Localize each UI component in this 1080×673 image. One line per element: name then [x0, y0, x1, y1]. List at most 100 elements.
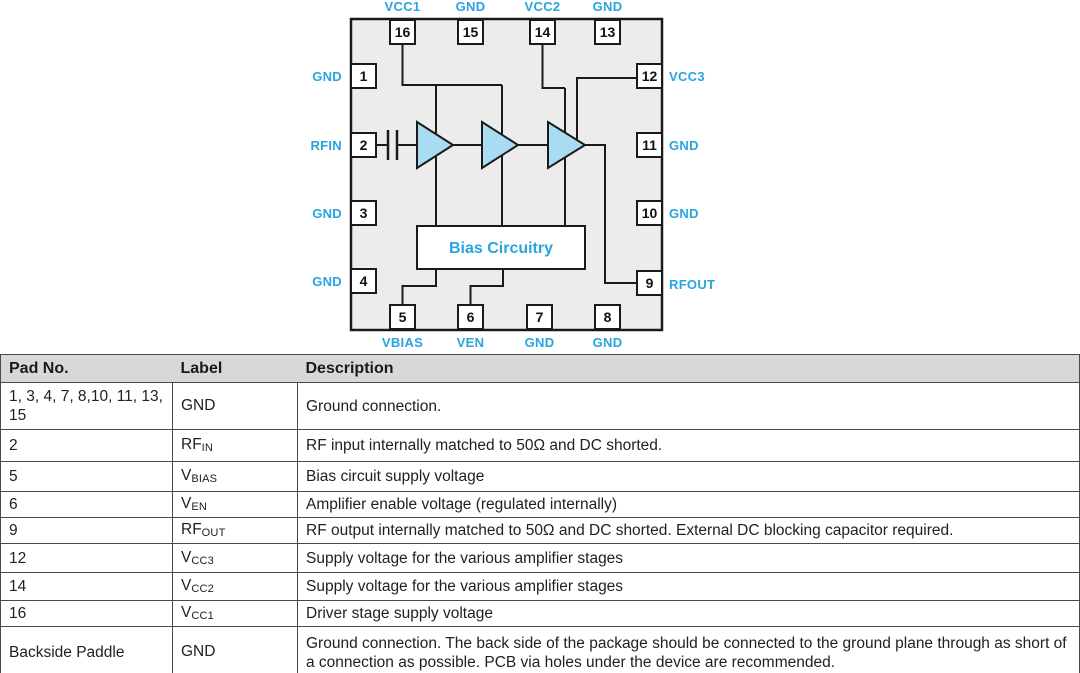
description-cell: Driver stage supply voltage [297, 600, 1080, 627]
pin-2-label: RFIN [310, 138, 342, 153]
table-row: 1, 3, 4, 7, 8,10, 11, 13, 15 GND Ground … [0, 382, 1080, 430]
description-cell: RF input internally matched to 50Ω and D… [297, 429, 1080, 462]
pin-16-number: 16 [395, 24, 411, 40]
pin-11-label: GND [669, 138, 699, 153]
pin-5-number: 5 [399, 309, 407, 325]
pin-9-box [636, 270, 663, 296]
label-cell: GND [172, 626, 298, 673]
label-main: RF [181, 521, 202, 538]
pin-9-label: RFOUT [669, 277, 715, 292]
description-cell: Ground connection. The back side of the … [297, 626, 1080, 673]
pin-12-box [636, 63, 663, 89]
description-cell: Amplifier enable voltage (regulated inte… [297, 491, 1080, 518]
pad-cell: 2 [0, 429, 173, 462]
pin-7-box [526, 304, 553, 330]
pin-4-label: GND [312, 274, 342, 289]
label-main: V [181, 467, 192, 484]
table-row: 2 RFIN RF input internally matched to 50… [0, 429, 1080, 462]
label-main: V [181, 548, 192, 566]
label-cell: VCC2 [172, 572, 298, 601]
table-row: 14 VCC2 Supply voltage for the various a… [0, 572, 1080, 601]
pin-14-box [529, 19, 556, 45]
amplifier-stage-1-icon [416, 120, 455, 170]
pin-6-box [457, 304, 484, 330]
label-subscript: IN [201, 442, 214, 454]
pad-function-table: Pad No. Label Description 1, 3, 4, 7, 8,… [0, 354, 1080, 673]
table-header-row: Pad No. Label Description [0, 354, 1080, 383]
pin-4-box [350, 268, 377, 294]
pin-13-number: 13 [600, 24, 616, 40]
label-main: GND [181, 396, 216, 414]
table-row: Backside Paddle GND Ground connection. T… [0, 626, 1080, 673]
pin-10-box [636, 200, 663, 226]
description-cell: Supply voltage for the various amplifier… [297, 572, 1080, 601]
pin-10-number: 10 [642, 205, 658, 221]
pin-15-box [457, 19, 484, 45]
pad-cell: 6 [0, 491, 173, 518]
table-row: 16 VCC1 Driver stage supply voltage [0, 600, 1080, 627]
label-cell: GND [172, 382, 298, 430]
right-pins: 12 VCC3 11 GND 10 GND 9 RFOUT [636, 63, 715, 296]
pin-8-number: 8 [604, 309, 612, 325]
pin-7-label: GND [525, 335, 555, 350]
description-cell: Ground connection. [297, 382, 1080, 430]
pin-10-label: GND [669, 206, 699, 221]
description-cell: Bias circuit supply voltage [297, 461, 1080, 492]
label-main: V [181, 604, 192, 621]
label-subscript: BIAS [191, 473, 218, 485]
pad-cell: Backside Paddle [0, 626, 173, 673]
pin-11-box [636, 132, 663, 158]
header-description: Description [297, 354, 1080, 383]
pin-1-box [350, 63, 377, 89]
pad-cell: 5 [0, 461, 173, 492]
left-pins: 1 GND 2 RFIN 3 GND 4 GND [310, 63, 377, 294]
pin-2-box [350, 132, 377, 158]
pin-8-box [594, 304, 621, 330]
bottom-pins: 5 VBIAS 6 VEN 7 GND 8 GND [382, 304, 622, 350]
pin-6-number: 6 [467, 309, 475, 325]
pin-12-number: 12 [642, 68, 658, 84]
pin-14-label: VCC2 [525, 0, 561, 14]
pin-13-box [594, 19, 621, 45]
table-row: 6 VEN Amplifier enable voltage (regulate… [0, 491, 1080, 518]
label-main: RF [181, 436, 202, 453]
label-subscript: CC2 [191, 583, 214, 595]
pinout-diagram: Bias Circuitry 16 VCC1 15 GND 14 VCC2 13… [310, 0, 715, 350]
pin-14-number: 14 [535, 24, 551, 40]
pin-13-label: GND [593, 0, 623, 14]
label-cell: VBIAS [172, 461, 298, 492]
pin-11-number: 11 [642, 137, 657, 153]
pin-12-label: VCC3 [669, 69, 705, 84]
table-row: 12 VCC3 Supply voltage for the various a… [0, 543, 1080, 573]
pad-cell: 12 [0, 543, 173, 573]
label-subscript: EN [191, 501, 208, 513]
pin-5-label: VBIAS [382, 335, 423, 350]
header-pad-no: Pad No. [0, 354, 173, 383]
table-row: 9 RFOUT RF output internally matched to … [0, 517, 1080, 544]
label-subscript: CC3 [191, 554, 214, 567]
label-cell: RFOUT [172, 517, 298, 544]
pad-cell: 16 [0, 600, 173, 627]
pin-16-label: VCC1 [385, 0, 421, 14]
pin-1-label: GND [312, 69, 342, 84]
pin-7-number: 7 [536, 309, 544, 325]
bias-circuitry-box [416, 225, 586, 270]
pin-6-label: VEN [457, 335, 485, 350]
bias-circuitry-label: Bias Circuitry [449, 240, 553, 257]
label-main: V [181, 577, 192, 594]
label-cell: VCC3 [172, 543, 298, 573]
pin-5-box [389, 304, 416, 330]
pin-16-box [389, 19, 416, 45]
pin-3-number: 3 [360, 205, 368, 221]
label-cell: VCC1 [172, 600, 298, 627]
pin-3-label: GND [312, 206, 342, 221]
label-subscript: OUT [201, 527, 226, 539]
label-main: V [181, 495, 192, 512]
pin-15-number: 15 [463, 24, 479, 40]
pad-cell: 14 [0, 572, 173, 601]
input-capacitor-icon [386, 130, 399, 160]
amplifier-stage-2-icon [481, 120, 520, 170]
pad-cell: 1, 3, 4, 7, 8,10, 11, 13, 15 [0, 382, 173, 430]
table-row: 5 VBIAS Bias circuit supply voltage [0, 461, 1080, 492]
